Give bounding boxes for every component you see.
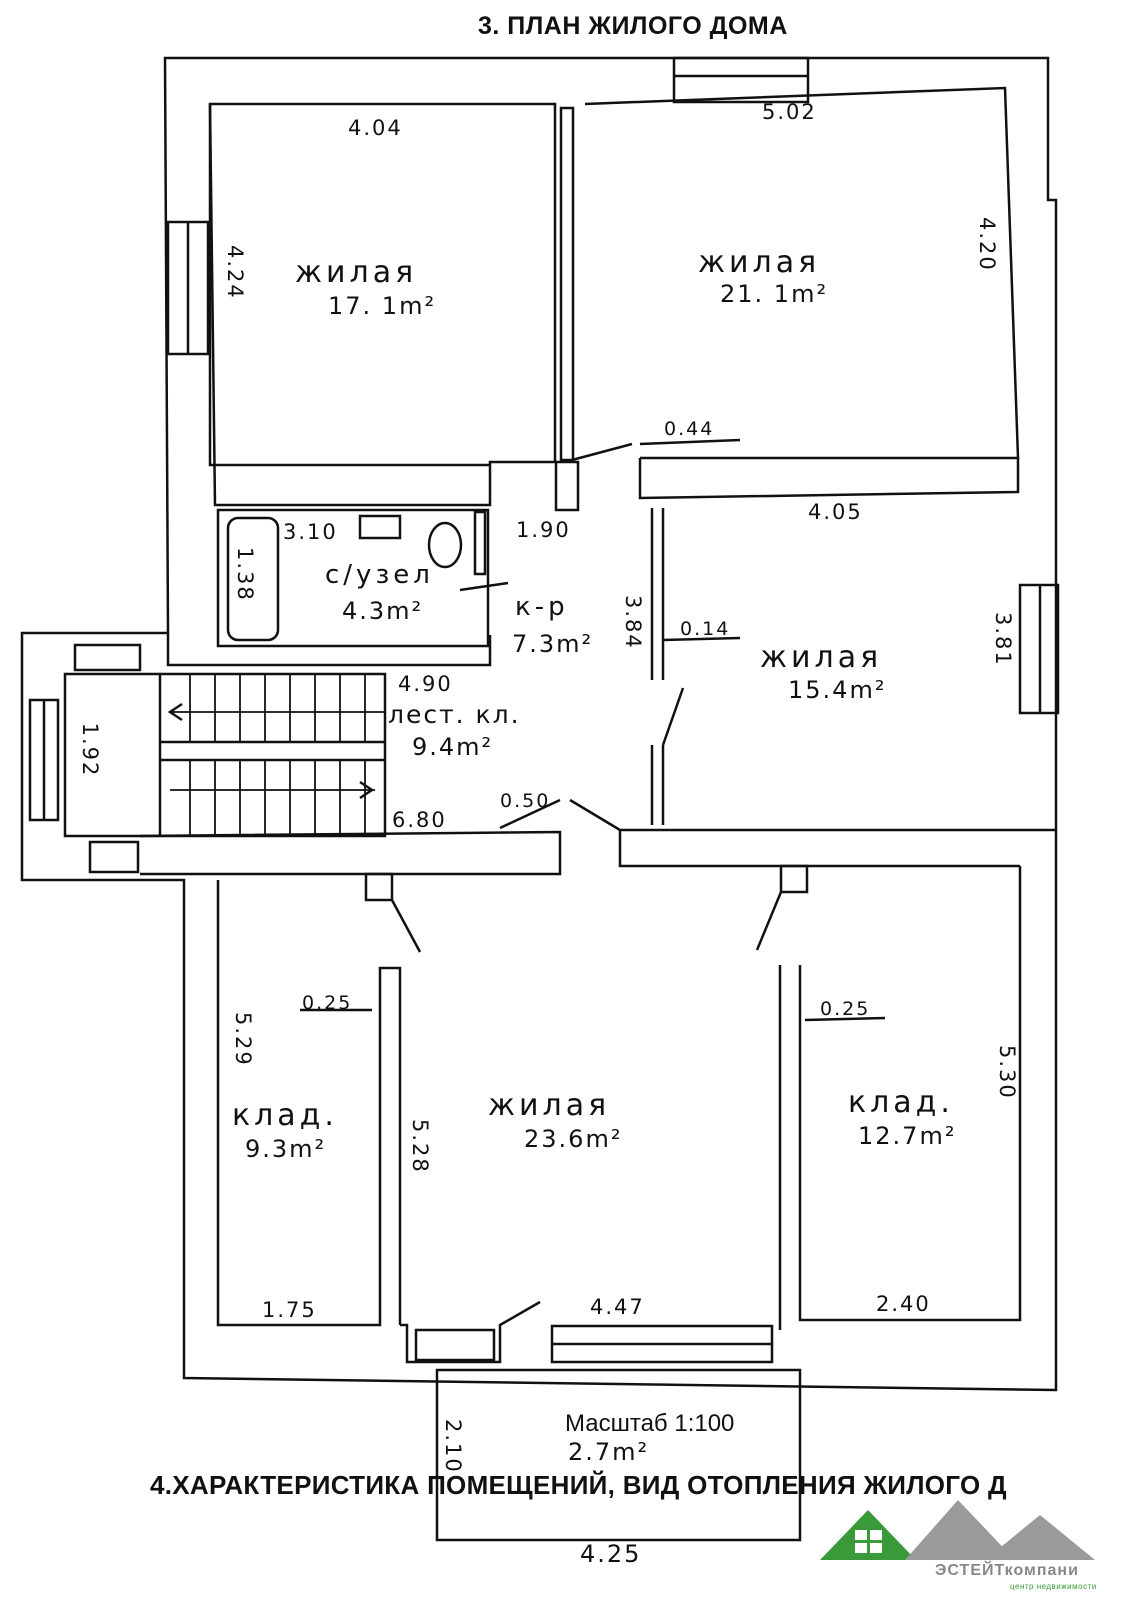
- logo-brand: ЭСТЕЙТкомпани: [935, 1562, 1079, 1579]
- dim-0-25-right: 0.25: [820, 998, 871, 1020]
- wall-storage-left: [216, 880, 402, 1327]
- dim-3-10: 3.10: [283, 520, 338, 544]
- dim-4-04: 4.04: [348, 116, 403, 140]
- dim-5-30: 5.30: [995, 1045, 1019, 1100]
- room-5-area: 15.4m²: [788, 676, 887, 704]
- dim-5-02: 5.02: [762, 100, 817, 124]
- dim-1-92: 1.92: [78, 722, 102, 778]
- room-9-area: 12.7m²: [858, 1122, 957, 1150]
- wall-room-15-left: [650, 508, 665, 680]
- terrace: [435, 1368, 802, 1542]
- wall-corridor-left: [166, 633, 492, 667]
- logo-graphic: [820, 1500, 1095, 1560]
- dim-5-29: 5.29: [231, 1012, 255, 1067]
- dim-0-50: 0.50: [500, 790, 551, 812]
- dim-4-25: 4.25: [580, 1540, 642, 1568]
- wall-room-15-lower: [650, 745, 665, 825]
- bathtub: [226, 516, 280, 642]
- dim-1-90: 1.90: [516, 518, 571, 542]
- section-heading: 4.ХАРАКТЕРИСТИКА ПОМЕЩЕНИЙ, ВИД ОТОПЛЕНИ…: [150, 1470, 1007, 1500]
- wall-room-2: [584, 86, 1020, 460]
- dim-0-25-left: 0.25: [302, 992, 353, 1014]
- dim-3-84: 3.84: [621, 595, 645, 650]
- room-6-name: лест. кл.: [388, 700, 521, 729]
- dim-2-10: 2.10: [441, 1419, 465, 1474]
- stair-flight: [63, 672, 387, 838]
- sink: [358, 514, 402, 540]
- room-8-area: 23.6m²: [524, 1125, 623, 1153]
- room-7-name: клад.: [232, 1098, 338, 1133]
- room-9-name: клад.: [848, 1085, 954, 1120]
- window-bottom-left: [414, 1328, 496, 1362]
- room-3-name: с/узел: [325, 560, 434, 590]
- partition-top: [559, 106, 575, 462]
- room-2-name: жилая: [698, 245, 821, 280]
- dim-1-38: 1.38: [233, 547, 257, 602]
- logo-tagline: центр недвижимости: [1010, 1582, 1097, 1591]
- room-6-area: 9.4m²: [412, 733, 494, 761]
- dim-4-47: 4.47: [590, 1295, 645, 1319]
- partition-stub: [554, 460, 580, 512]
- room-2-area: 21. 1m²: [720, 280, 829, 308]
- dim-3-81: 3.81: [991, 612, 1015, 667]
- dim-5-28: 5.28: [408, 1119, 432, 1174]
- dim-4-20: 4.20: [975, 217, 999, 272]
- room-5-name: жилая: [760, 640, 883, 675]
- dim-0-14: 0.14: [680, 618, 731, 640]
- room-1-name: жилая: [295, 255, 418, 290]
- room-1-area: 17. 1m²: [328, 292, 437, 320]
- dim-2-40: 2.40: [876, 1292, 931, 1316]
- dim-6-80: 6.80: [392, 808, 447, 832]
- toilet: [427, 521, 463, 569]
- bathroom: [216, 508, 490, 648]
- dim-4-24: 4.24: [223, 245, 247, 300]
- window-top: [672, 56, 810, 104]
- dim-1-75: 1.75: [262, 1298, 317, 1322]
- room-4-name: к-р: [515, 592, 569, 622]
- room-3-area: 4.3m²: [342, 597, 424, 625]
- dim-4-05: 4.05: [808, 500, 863, 524]
- page-title: 3. ПЛАН ЖИЛОГО ДОМА: [478, 12, 788, 40]
- wall-middle-left: [139, 830, 562, 876]
- terrace-area: 2.7m²: [568, 1438, 650, 1466]
- wall-room-1-inner: [208, 104, 490, 467]
- room-7-area: 9.3m²: [245, 1135, 327, 1163]
- wall-room-1: [208, 102, 557, 507]
- wall-storage-right: [778, 866, 1022, 1330]
- dim-4-90: 4.90: [398, 672, 453, 696]
- scale-label: Масштаб 1:100: [565, 1410, 735, 1437]
- room-4-area: 7.3m²: [512, 630, 594, 658]
- wall-middle-right: [618, 828, 1056, 868]
- dim-0-44: 0.44: [664, 418, 715, 440]
- outer-wall-outer: [20, 56, 1058, 1392]
- wall-living-lower: [400, 1300, 541, 1364]
- room-8-name: жилая: [488, 1088, 611, 1123]
